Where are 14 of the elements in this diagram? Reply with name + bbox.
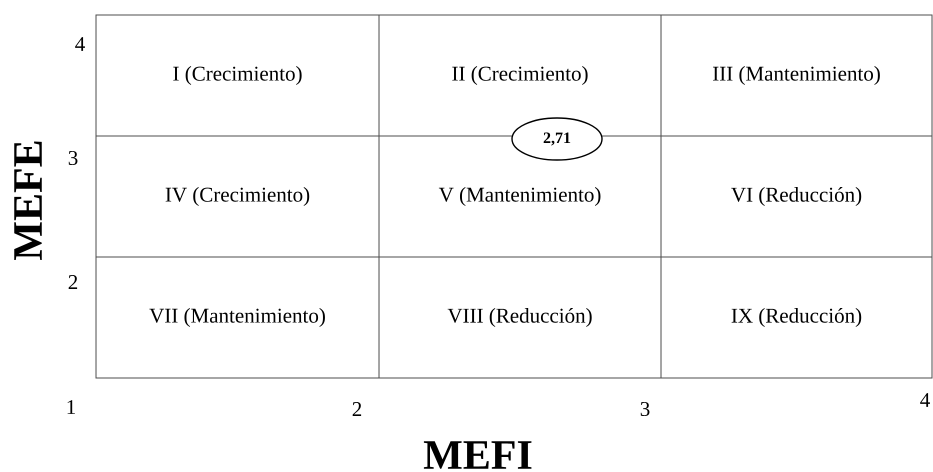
matrix-cell: IV (Crecimiento): [96, 136, 380, 258]
tick-label: 1: [68, 400, 75, 414]
matrix-cell: VII (Mantenimiento): [96, 256, 380, 378]
axis-title: MEFE: [14, 141, 42, 260]
matrix-cell: IX (Reducción): [660, 256, 932, 378]
tick-label: 3: [640, 402, 650, 416]
tick-label: 3: [68, 150, 78, 166]
matrix-cell: I (Crecimiento): [96, 14, 380, 136]
matrix-cell: VIII (Reducción): [378, 256, 662, 378]
axis-title: MEFI: [424, 441, 532, 469]
matrix-cell: III (Mantenimiento): [660, 14, 932, 136]
tick-label: 2: [352, 402, 362, 416]
matrix-cell: VI (Reducción): [660, 136, 932, 258]
tick-label: 2: [68, 275, 78, 289]
